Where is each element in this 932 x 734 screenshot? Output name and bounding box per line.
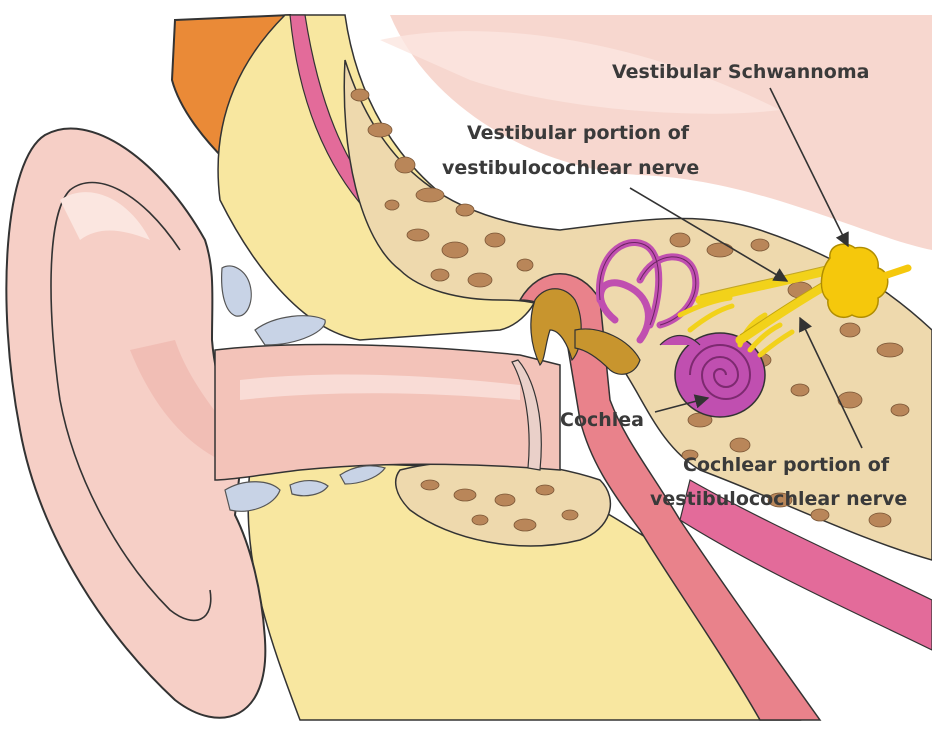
ear-canal	[215, 345, 560, 480]
label-cochlear-line1: Cochlear portion of	[683, 454, 890, 476]
ossicles	[531, 289, 581, 365]
label-cochlea: Cochlea	[560, 409, 644, 431]
label-vestibular-line1: Vestibular portion of	[467, 122, 690, 144]
label-vestibular-line2: vestibulocochlear nerve	[442, 157, 699, 179]
label-cochlear-line2: vestibulocochlear nerve	[650, 488, 907, 510]
label-schwannoma: Vestibular Schwannoma	[612, 61, 869, 83]
